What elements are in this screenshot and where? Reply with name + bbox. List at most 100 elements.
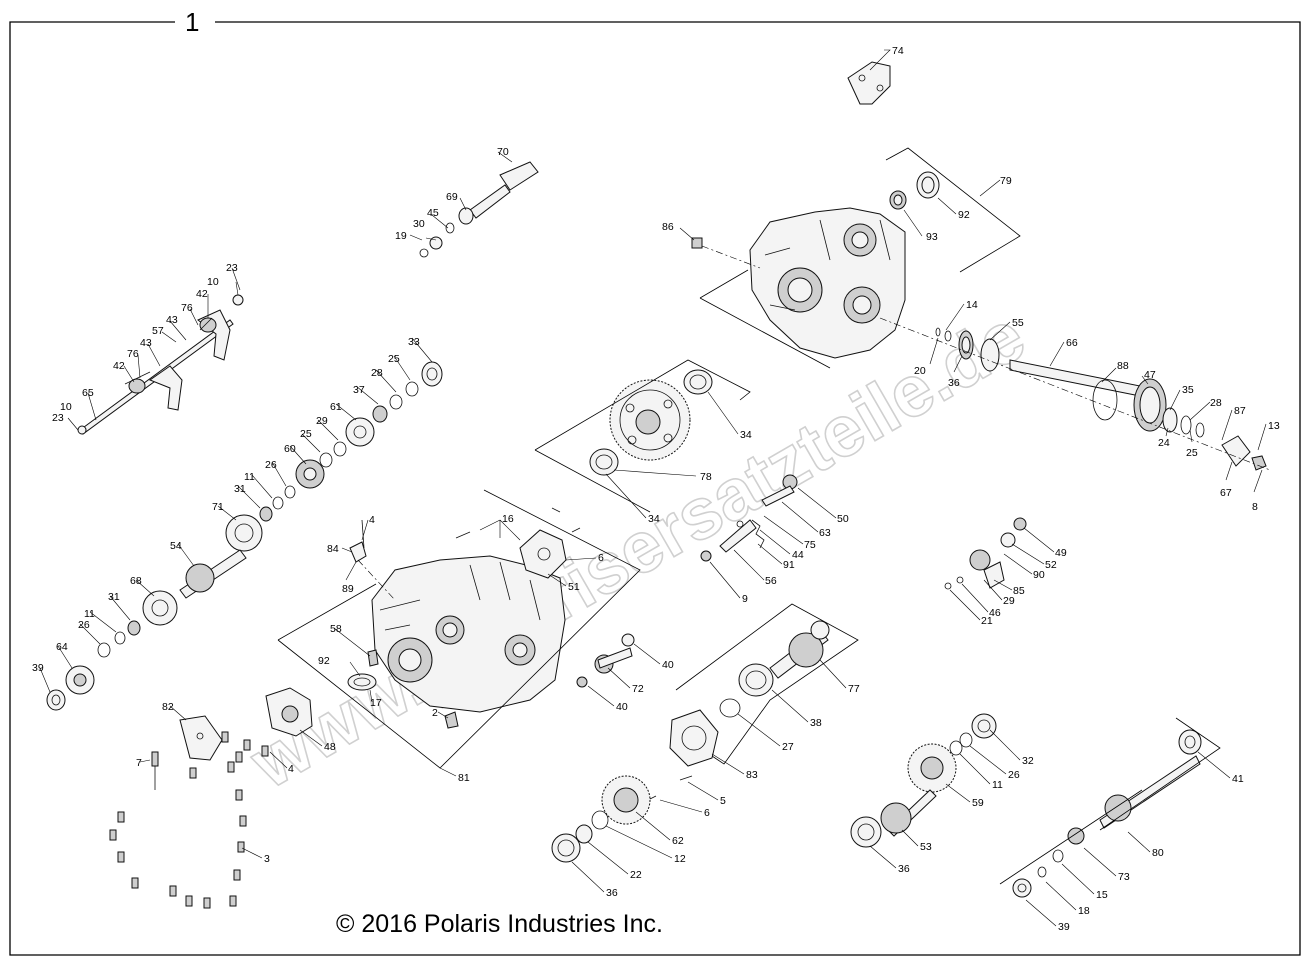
callout-31: 31: [108, 591, 120, 603]
callout-34: 34: [648, 513, 660, 525]
callout-56: 56: [765, 575, 777, 587]
callout-71: 71: [212, 501, 224, 513]
callout-4: 4: [369, 514, 375, 526]
callout-20: 20: [914, 365, 926, 377]
callout-21: 21: [981, 615, 993, 627]
callout-77: 77: [848, 683, 860, 695]
callout-79: 79: [1000, 175, 1012, 187]
callout-76: 76: [181, 302, 193, 314]
part-drawings: [46, 61, 1271, 909]
callout-81: 81: [458, 772, 470, 784]
callout-52: 52: [1045, 559, 1057, 571]
callout-69: 69: [446, 191, 458, 203]
callout-27: 27: [782, 741, 794, 753]
callout-11: 11: [244, 471, 255, 483]
callout-65: 65: [82, 387, 94, 399]
copyright-notice: © 2016 Polaris Industries Inc.: [336, 910, 663, 938]
callout-23: 23: [226, 262, 238, 274]
callout-70: 70: [497, 146, 509, 158]
callout-43: 43: [140, 337, 152, 349]
callout-78: 78: [700, 471, 712, 483]
callout-92: 92: [318, 655, 330, 667]
callout-50: 50: [837, 513, 849, 525]
callout-45: 45: [427, 207, 439, 219]
callout-8: 8: [1252, 501, 1258, 513]
callout-46: 46: [989, 607, 1001, 619]
callout-64: 64: [56, 641, 68, 653]
callout-53: 53: [920, 841, 932, 853]
callout-73: 73: [1118, 871, 1130, 883]
callout-23: 23: [52, 412, 64, 424]
callout-11: 11: [84, 608, 95, 620]
callout-6: 6: [704, 807, 710, 819]
callout-17: 17: [370, 697, 382, 709]
callout-36: 36: [898, 863, 910, 875]
callout-39: 39: [32, 662, 44, 674]
callout-2: 2: [432, 707, 438, 719]
callout-54: 54: [170, 540, 182, 552]
callout-59: 59: [972, 797, 984, 809]
callout-10: 10: [207, 276, 219, 288]
callout-19: 19: [395, 230, 407, 242]
callout-42: 42: [196, 288, 208, 300]
callout-5: 5: [720, 795, 726, 807]
callout-36: 36: [606, 887, 618, 899]
callout-35: 35: [1182, 384, 1194, 396]
callout-68: 68: [130, 575, 142, 587]
callout-82: 82: [162, 701, 174, 713]
callout-4: 4: [288, 763, 294, 775]
callout-11: 11: [992, 779, 1003, 791]
callout-36: 36: [948, 377, 960, 389]
callout-40: 40: [662, 659, 674, 671]
callout-42: 42: [113, 360, 125, 372]
callout-3: 3: [264, 853, 270, 865]
callout-30: 30: [413, 218, 425, 230]
callout-24: 24: [1158, 437, 1170, 449]
callout-38: 38: [810, 717, 822, 729]
callout-58: 58: [330, 623, 342, 635]
callout-13: 13: [1268, 420, 1280, 432]
callout-57: 57: [152, 325, 164, 337]
callout-33: 33: [408, 336, 420, 348]
callout-14: 14: [966, 299, 978, 311]
callout-26: 26: [78, 619, 90, 631]
callout-34: 34: [740, 429, 752, 441]
callout-75: 75: [804, 539, 816, 551]
callout-32: 32: [1022, 755, 1034, 767]
callout-49: 49: [1055, 547, 1067, 559]
callout-67: 67: [1220, 487, 1232, 499]
callout-16: 16: [502, 513, 514, 525]
callout-86: 86: [662, 221, 674, 233]
callout-60: 60: [284, 443, 296, 455]
callout-25: 25: [300, 428, 312, 440]
callout-25: 25: [1186, 447, 1198, 459]
callout-12: 12: [674, 853, 686, 865]
callout-40: 40: [616, 701, 628, 713]
callout-31: 31: [234, 483, 246, 495]
callout-10: 10: [60, 401, 72, 413]
callout-22: 22: [630, 869, 642, 881]
callout-92: 92: [958, 209, 970, 221]
callout-15: 15: [1096, 889, 1108, 901]
callout-26: 26: [1008, 769, 1020, 781]
callout-28: 28: [371, 367, 383, 379]
callout-labels: 74 79 92 93 86 70 69 45 30 19 23 10 42 7…: [32, 45, 1280, 933]
callout-63: 63: [819, 527, 831, 539]
callout-18: 18: [1078, 905, 1090, 917]
callout-84: 84: [327, 543, 339, 555]
callout-37: 37: [353, 384, 365, 396]
callout-72: 72: [632, 683, 644, 695]
callout-80: 80: [1152, 847, 1164, 859]
callout-93: 93: [926, 231, 938, 243]
callout-25: 25: [388, 353, 400, 365]
callout-44: 44: [792, 549, 804, 561]
callout-87: 87: [1234, 405, 1246, 417]
callout-88: 88: [1117, 360, 1129, 372]
callout-90: 90: [1033, 569, 1045, 581]
callout-43: 43: [166, 314, 178, 326]
callout-48: 48: [324, 741, 336, 753]
diagram-frame: [9, 21, 1301, 956]
callout-9: 9: [742, 593, 748, 605]
group-number: 1: [185, 7, 199, 37]
